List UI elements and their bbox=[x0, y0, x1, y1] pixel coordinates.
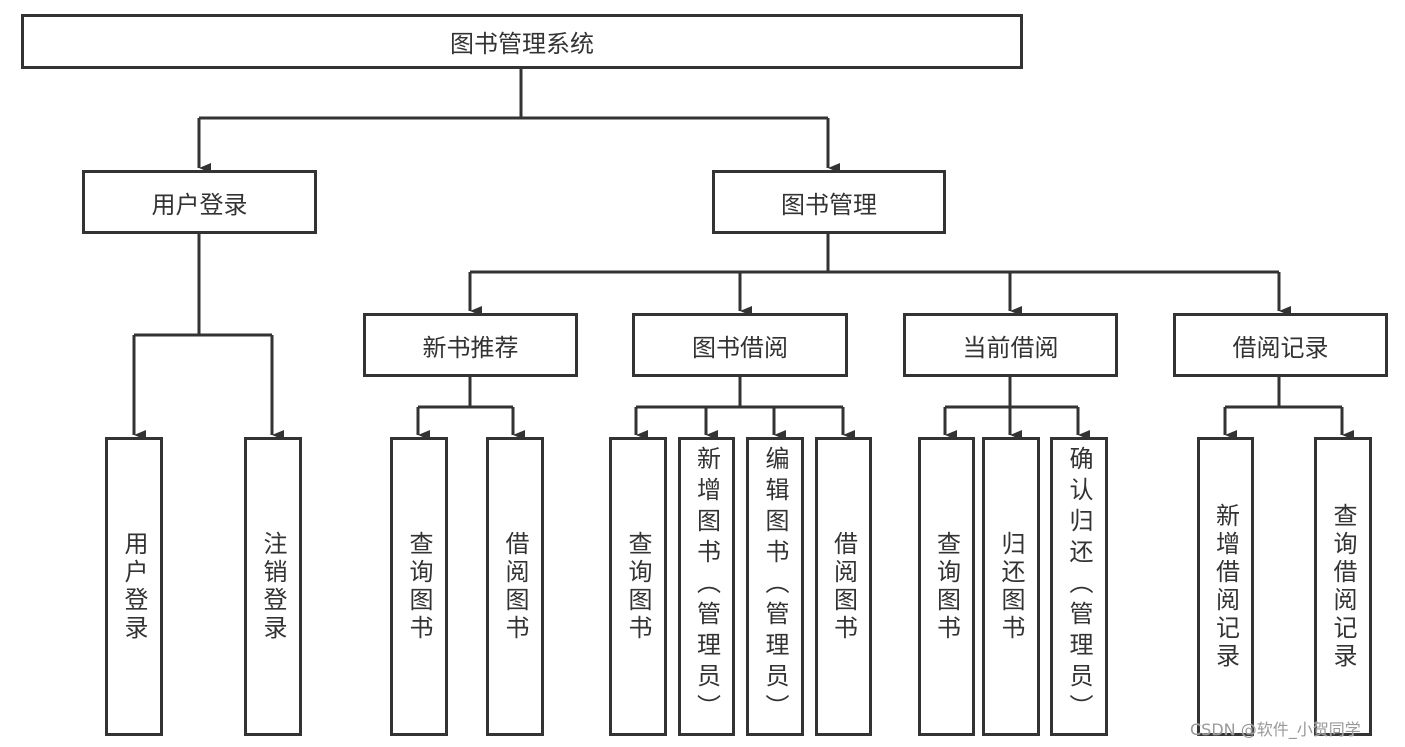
root-node: 图书管理系统 bbox=[21, 14, 1023, 69]
leaf-add-borrow-record: 新增借阅记录 bbox=[1197, 437, 1254, 736]
node-label: 当前借阅 bbox=[962, 333, 1059, 362]
leaf-borrow-book: 借阅图书 bbox=[815, 437, 872, 736]
node-current-borrow: 当前借阅 bbox=[903, 313, 1118, 377]
leaf-label: 归还图书 bbox=[997, 530, 1025, 643]
leaf-edit-book-admin: 编辑图书（管理员） bbox=[746, 437, 804, 736]
node-user-login: 用户登录 bbox=[82, 170, 317, 234]
leaf-label: 借阅图书 bbox=[501, 530, 529, 643]
leaf-label: 用户登录 bbox=[120, 530, 148, 643]
leaf-query-book: 查询图书 bbox=[390, 437, 448, 736]
leaf-label: 编辑图书（管理员） bbox=[761, 446, 789, 725]
node-label: 新书推荐 bbox=[422, 333, 519, 362]
leaf-return-book: 归还图书 bbox=[982, 437, 1040, 736]
leaf-label: 新增借阅记录 bbox=[1211, 502, 1240, 671]
leaf-logout: 注销登录 bbox=[244, 437, 302, 736]
leaf-label: 查询图书 bbox=[405, 530, 433, 643]
node-book-management: 图书管理 bbox=[712, 170, 946, 234]
leaf-confirm-return-admin: 确认归还（管理员） bbox=[1050, 437, 1108, 736]
watermark: CSDN @软件_小贺同学 bbox=[1190, 720, 1361, 739]
leaf-label: 确认归还（管理员） bbox=[1065, 446, 1093, 725]
leaf-label: 查询图书 bbox=[624, 530, 652, 643]
leaf-query-book: 查询图书 bbox=[609, 437, 667, 736]
leaf-label: 借阅图书 bbox=[829, 530, 858, 643]
node-new-book-recommend: 新书推荐 bbox=[363, 313, 578, 377]
leaf-add-book-admin: 新增图书（管理员） bbox=[678, 437, 735, 736]
node-borrow-records: 借阅记录 bbox=[1173, 313, 1388, 377]
node-label: 用户登录 bbox=[151, 190, 248, 219]
node-label: 图书借阅 bbox=[692, 333, 788, 362]
leaf-label: 查询图书 bbox=[932, 530, 961, 643]
leaf-label: 注销登录 bbox=[259, 530, 287, 643]
leaf-query-book: 查询图书 bbox=[918, 437, 975, 736]
leaf-query-borrow-record: 查询借阅记录 bbox=[1314, 437, 1372, 736]
node-label: 图书管理 bbox=[781, 190, 877, 219]
node-book-borrow: 图书借阅 bbox=[632, 313, 848, 377]
root-label: 图书管理系统 bbox=[450, 30, 594, 58]
node-label: 借阅记录 bbox=[1232, 333, 1329, 362]
leaf-user-login: 用户登录 bbox=[105, 437, 163, 736]
leaf-borrow-book: 借阅图书 bbox=[486, 437, 544, 736]
leaf-label: 新增图书（管理员） bbox=[692, 446, 721, 725]
leaf-label: 查询借阅记录 bbox=[1329, 502, 1357, 671]
